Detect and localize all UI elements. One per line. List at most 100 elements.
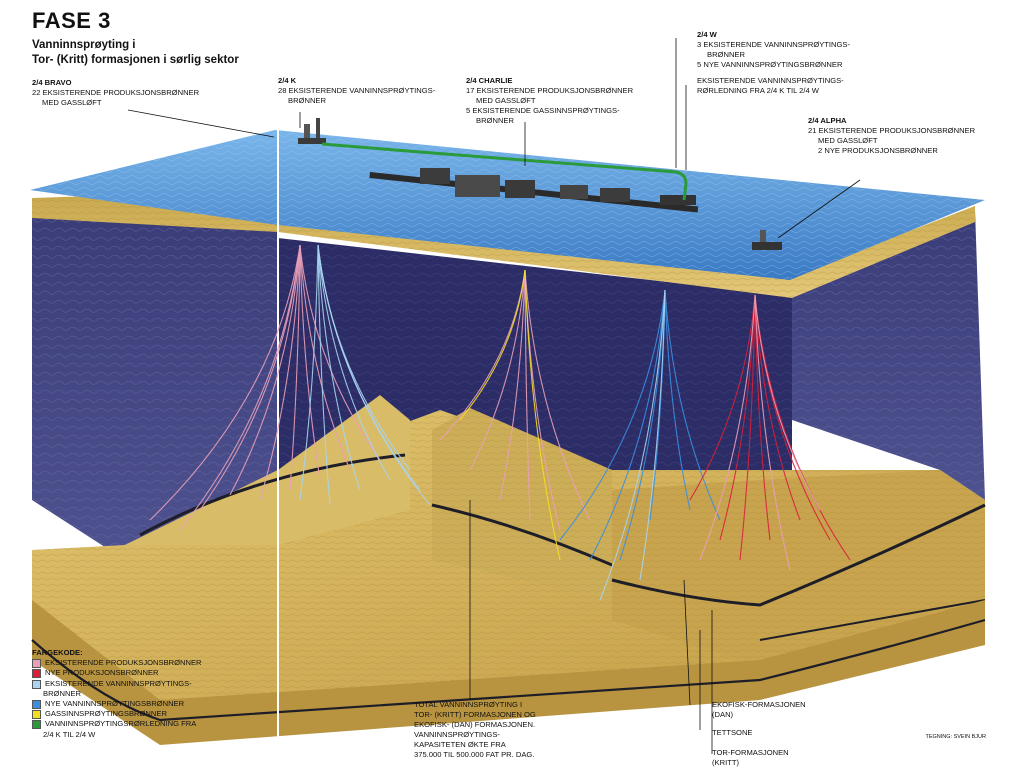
- well-path: [259, 244, 301, 501]
- label-line: 21 EKSISTERENDE PRODUKSJONSBRØNNER: [808, 126, 976, 135]
- legend-swatch: [32, 710, 41, 720]
- well-path: [149, 244, 301, 521]
- well-path: [317, 244, 391, 481]
- label-line: TOR- (KRITT) FORMASJONEN OG: [414, 710, 536, 719]
- label-line: (KRITT): [712, 758, 739, 767]
- legend-item: NYE PRODUKSJONSBRØNNER: [32, 668, 202, 679]
- label-line: MED GASSLØFT: [476, 96, 536, 105]
- legend-swatch: [32, 679, 41, 689]
- artist-credit: TEGNING: SVEIN BJUR: [925, 734, 986, 740]
- well-path: [754, 294, 791, 571]
- fault-block-right: [611, 470, 986, 665]
- legend-swatch: [32, 720, 41, 730]
- label-line: 28 EKSISTERENDE VANNINNSPRØYTINGS-: [278, 86, 436, 95]
- legend-item: VANNINNSPRØYTINGSRØRLEDNING FRA: [32, 719, 202, 730]
- well-path: [179, 244, 301, 531]
- label-line: VANNINNSPRØYTINGS-: [414, 730, 500, 739]
- well-path: [299, 244, 381, 461]
- label-line: 375.000 TIL 500.000 FAT PR. DAG.: [414, 750, 535, 759]
- well-path: [754, 294, 801, 521]
- fault-block-left: [125, 395, 410, 545]
- label-head: 2/4 CHARLIE: [466, 76, 513, 85]
- well-path: [299, 244, 351, 471]
- subtitle-line: Tor- (Kritt) formasjonen i sørlig sektor: [32, 54, 239, 66]
- well-path: [524, 269, 531, 521]
- well-path: [754, 294, 821, 511]
- page-subtitle: Vanninnsprøyting i Tor- (Kritt) formasjo…: [32, 38, 239, 68]
- label-charlie: 2/4 CHARLIE 17 EKSISTERENDE PRODUKSJONSB…: [466, 76, 633, 126]
- label-head: 2/4 W: [697, 30, 717, 39]
- legend-label-cont: 2/4 K TIL 2/4 W: [43, 729, 96, 739]
- well-path: [639, 289, 666, 581]
- well-path: [317, 244, 331, 506]
- label-line: RØRLEDNING FRA 2/4 K TIL 2/4 W: [697, 86, 819, 95]
- well-path: [317, 244, 431, 506]
- label-line: BRØNNER: [476, 116, 514, 125]
- legend-label: GASSINNSPRØYTINGSBRØNNER: [45, 709, 167, 719]
- label-line: EKOFISK- (DAN) FORMASJONEN.: [414, 720, 536, 729]
- legend-label: VANNINNSPRØYTINGSRØRLEDNING FRA: [45, 719, 197, 729]
- label-w: 2/4 W 3 EKSISTERENDE VANNINNSPRØYTINGS- …: [697, 30, 850, 70]
- well-path: [499, 269, 526, 501]
- label-line: MED GASSLØFT: [818, 136, 878, 145]
- well-path: [199, 244, 301, 511]
- legend-label: NYE VANNINNSPRØYTINGSBRØNNER: [45, 699, 185, 709]
- well-path: [459, 269, 526, 421]
- legend-item: EKSISTERENDE VANNINNSPRØYTINGS-: [32, 679, 202, 689]
- label-line: TOTAL VANNINNSPRØYTING I: [414, 700, 523, 709]
- well-path: [229, 244, 301, 496]
- back-rock-wall: [278, 238, 792, 470]
- label-line: 17 EKSISTERENDE PRODUKSJONSBRØNNER: [466, 86, 634, 95]
- label-line: 2 NYE PRODUKSJONSBRØNNER: [818, 146, 938, 155]
- color-legend: FARGEKODE: EKSISTERENDE PRODUKSJONSBRØNN…: [32, 648, 202, 740]
- label-line: TETTSONE: [712, 728, 753, 737]
- legend-swatch: [32, 659, 41, 669]
- label-line: KAPASITETEN ØKTE FRA: [414, 740, 506, 749]
- well-path: [599, 289, 666, 601]
- subtitle-line: Vanninnsprøyting i: [32, 39, 136, 51]
- well-path: [524, 269, 591, 521]
- label-k: 2/4 K 28 EKSISTERENDE VANNINNSPRØYTINGS-…: [278, 76, 435, 106]
- label-head: 2/4 BRAVO: [32, 78, 72, 87]
- well-path: [524, 269, 561, 561]
- label-bravo: 2/4 BRAVO 22 EKSISTERENDE PRODUKSJONSBRØ…: [32, 78, 199, 108]
- leader-lines: [127, 38, 861, 754]
- well-path: [689, 294, 756, 501]
- label-line: 5 NYE VANNINNSPRØYTINGSBRØNNER: [697, 60, 843, 69]
- well-path: [299, 244, 319, 501]
- label-line: MED GASSLØFT: [42, 98, 102, 107]
- well-path: [469, 269, 526, 471]
- label-line: 22 EKSISTERENDE PRODUKSJONSBRØNNER: [32, 88, 200, 97]
- label-line: 5 EKSISTERENDE GASSINNSPRØYTINGS-: [466, 106, 620, 115]
- legend-label: EKSISTERENDE VANNINNSPRØYTINGS-: [45, 678, 192, 688]
- right-rock-wall: [792, 210, 985, 500]
- well-path: [289, 244, 301, 491]
- label-tor-formation: TOR-FORMASJONEN (KRITT): [712, 748, 789, 768]
- well-path: [299, 244, 321, 481]
- well-path: [719, 294, 756, 541]
- well-path: [699, 294, 756, 561]
- well-path: [589, 289, 666, 561]
- label-line: BRØNNER: [707, 50, 745, 59]
- legend-label: EKSISTERENDE PRODUKSJONSBRØNNER: [45, 658, 202, 668]
- legend-swatch: [32, 700, 41, 710]
- legend-item: EKSISTERENDE PRODUKSJONSBRØNNER: [32, 658, 202, 669]
- label-head: 2/4 K: [278, 76, 297, 85]
- label-tettsone: TETTSONE: [712, 728, 753, 738]
- left-rock-wall: [32, 205, 278, 560]
- well-path: [754, 294, 771, 541]
- label-line: EKOFISK-FORMASJONEN: [712, 700, 806, 709]
- platform-k: [298, 118, 326, 144]
- well-path: [664, 289, 691, 511]
- legend-title: FARGEKODE:: [32, 648, 83, 657]
- label-line: BRØNNER: [288, 96, 326, 105]
- label-line: 3 EKSISTERENDE VANNINNSPRØYTINGS-: [697, 40, 851, 49]
- well-fans: [149, 244, 851, 601]
- label-line: TOR-FORMASJONEN: [712, 748, 789, 757]
- label-ekofisk-formation: EKOFISK-FORMASJONEN (DAN): [712, 700, 806, 720]
- label-alpha: 2/4 ALPHA 21 EKSISTERENDE PRODUKSJONSBRØ…: [808, 116, 975, 156]
- legend-swatch: [32, 669, 41, 679]
- legend-label: NYE PRODUKSJONSBRØNNER: [45, 668, 159, 678]
- label-head: 2/4 ALPHA: [808, 116, 847, 125]
- label-line: EKSISTERENDE VANNINNSPRØYTINGS-: [697, 76, 844, 85]
